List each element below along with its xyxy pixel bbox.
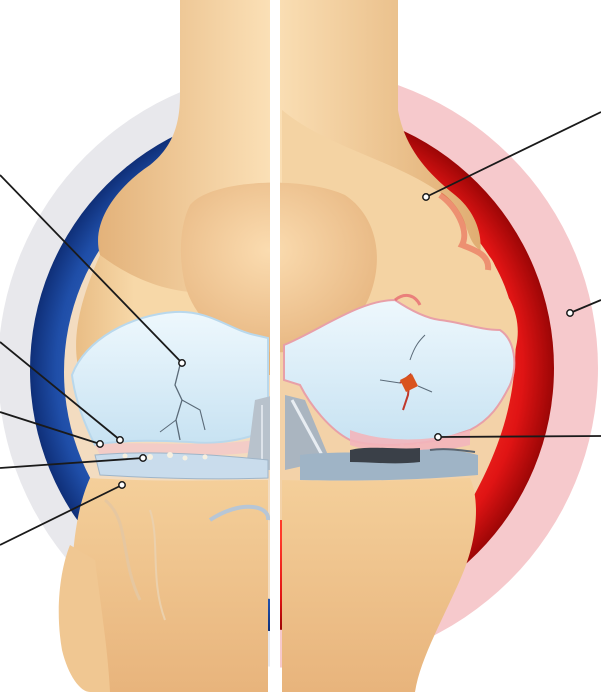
leader-eroded-cartilage (438, 436, 601, 437)
center-divider (270, 0, 280, 692)
